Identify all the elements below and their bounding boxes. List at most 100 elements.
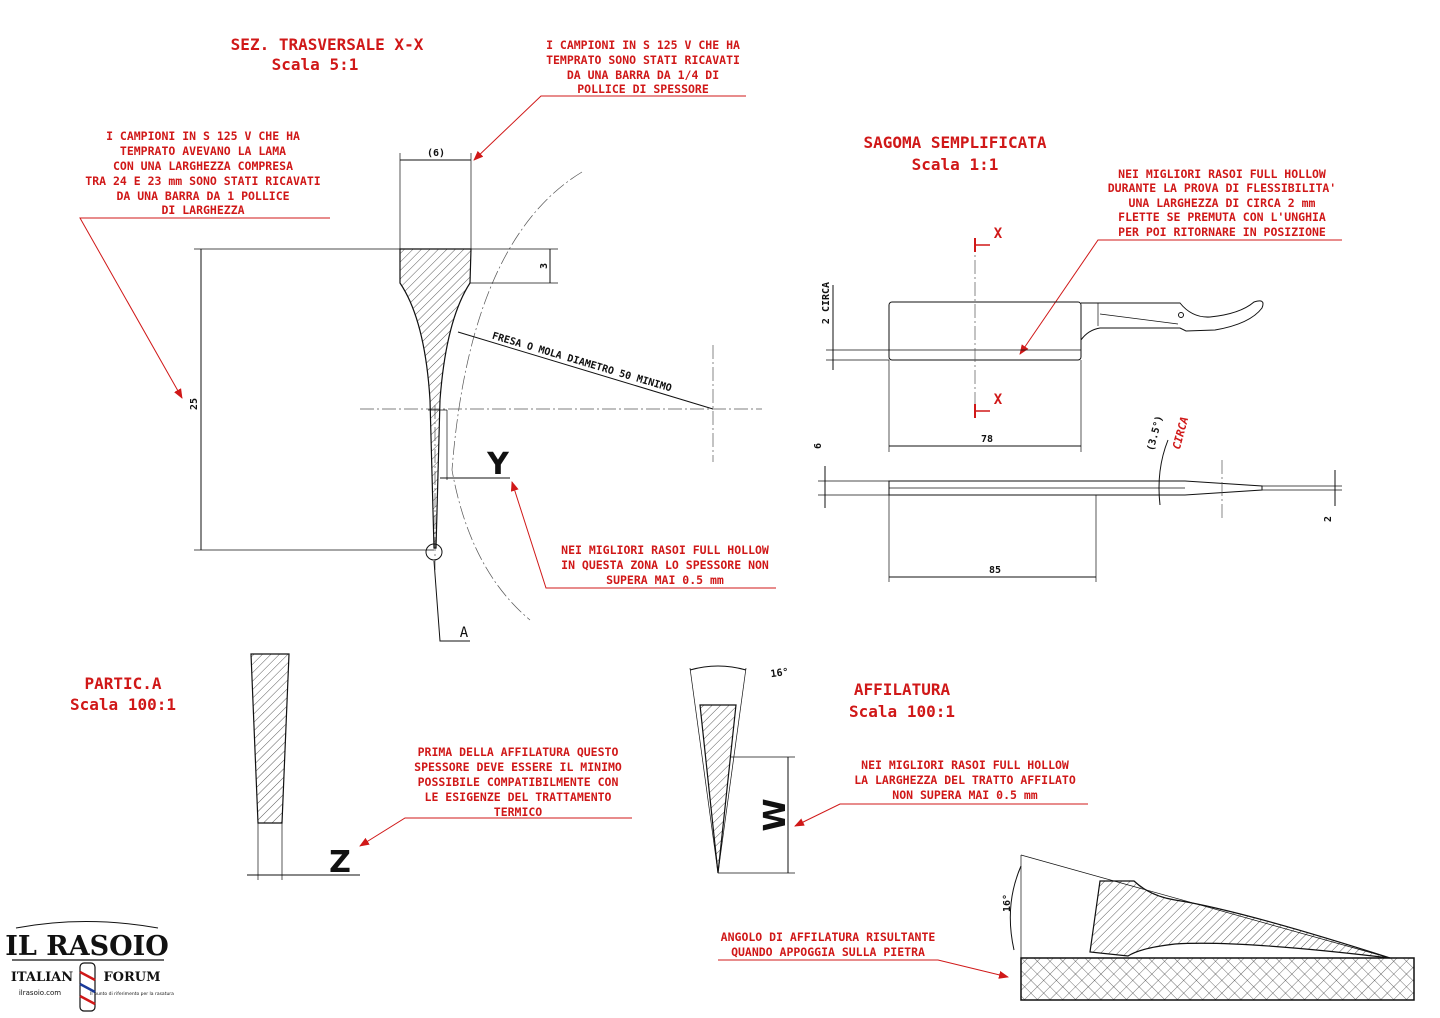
- bevel-ext: [717, 667, 747, 874]
- logo-ornament: [15, 921, 159, 929]
- note-line: DA UNA BARRA DA 1 POLLICE: [116, 189, 289, 203]
- angle-arc: [1158, 439, 1169, 506]
- note-line: NON SUPERA MAI 0.5 mm: [892, 788, 1037, 802]
- note-line: TERMICO: [494, 805, 543, 819]
- section-note-left: I CAMPIONI IN S 125 V CHE HA TEMPRATO AV…: [79, 129, 330, 399]
- bevel-ext: [689, 667, 719, 874]
- leader-line: [473, 95, 746, 161]
- profile-scale: Scala 1:1: [912, 155, 999, 174]
- detail-view: PARTIC.A Scala 100:1 Z PRIMA DELLA AFFIL…: [70, 653, 632, 880]
- leader-line: [794, 803, 1088, 827]
- label-z: Z: [329, 845, 351, 880]
- dim-total-label: 85: [989, 565, 1001, 576]
- stone-angle-label: 16°: [1002, 894, 1013, 912]
- leader-line: [510, 481, 776, 589]
- note-line: TRA 24 E 23 mm SONO STATI RICAVATI: [85, 174, 320, 188]
- note-line: NEI MIGLIORI RASOI FULL HOLLOW: [561, 543, 769, 557]
- grind-leader: [457, 331, 714, 410]
- dim-thickness-label: 6: [813, 443, 824, 449]
- detail-blade: [250, 653, 290, 824]
- note-line: CON UNA LARGHEZZA COMPRESA: [113, 159, 293, 173]
- note-line: I CAMPIONI IN S 125 V CHE HA: [546, 38, 740, 52]
- note-line: DI LARGHEZZA: [161, 203, 244, 217]
- logo-right: FORUM: [103, 970, 160, 985]
- note-line: NEI MIGLIORI RASOI FULL HOLLOW: [861, 758, 1069, 772]
- leader-line: [1019, 239, 1342, 355]
- angle-label: 16°: [770, 667, 789, 680]
- note-line: DURANTE LA PROVA DI FLESSIBILITA': [1108, 181, 1336, 195]
- logo-tagline: Il punto di riferimento per la rasatura: [90, 991, 174, 997]
- note-line: ANGOLO DI AFFILATURA RISULTANTE: [721, 930, 936, 944]
- section-view: SEZ. TRASVERSALE X-X Scala 5:1 I CAMPION…: [79, 35, 776, 642]
- label-a: A: [460, 625, 469, 641]
- grinding-wheel-arc: [451, 171, 583, 621]
- blade-side: [888, 301, 1082, 361]
- note-line: SPESSORE DEVE ESSERE IL MINIMO: [414, 760, 622, 774]
- blade-on-stone: [1089, 880, 1391, 959]
- angle-label: (3.5°): [1146, 414, 1166, 452]
- profile-note: NEI MIGLIORI RASOI FULL HOLLOW DURANTE L…: [1019, 167, 1342, 355]
- leader-line: [79, 217, 330, 399]
- blade-cross-section: [399, 248, 472, 549]
- note-line: TEMPRATO SONO STATI RICAVATI: [546, 53, 740, 67]
- sharpening-stone: [1020, 957, 1415, 1001]
- note-line: UNA LARGHEZZA DI CIRCA 2 mm: [1129, 196, 1316, 210]
- angle-arc: [1009, 865, 1022, 951]
- edge-bevel: [699, 704, 737, 874]
- logo-name: IL RASOIO: [5, 931, 169, 962]
- grind-label: FRESA O MOLA DIAMETRO 50 MINIMO: [491, 331, 673, 395]
- profile-view: SAGOMA SEMPLIFICATA Scala 1:1 NEI MIGLIO…: [813, 133, 1342, 582]
- section-scale: Scala 5:1: [272, 55, 359, 74]
- leader-line: [359, 817, 632, 847]
- logo-left: ITALIAN: [11, 970, 73, 985]
- detail-a-circle: [425, 543, 443, 561]
- sharpening-title: AFFILATURA: [854, 680, 951, 699]
- dim-edge-label: 2 CIRCA: [821, 282, 832, 324]
- note-line: PER POI RITORNARE IN POSIZIONE: [1118, 225, 1326, 239]
- detail-a-leader: [433, 560, 470, 642]
- logo-site: ilrasoio.com: [19, 989, 61, 997]
- note-line: POSSIBILE COMPATIBILMENTE CON: [418, 775, 619, 789]
- dim-spine-label: 3: [539, 263, 550, 269]
- note-line: I CAMPIONI IN S 125 V CHE HA: [106, 129, 300, 143]
- detail-title: PARTIC.A: [84, 674, 161, 693]
- section-note-top: I CAMPIONI IN S 125 V CHE HA TEMPRATO SO…: [473, 38, 746, 161]
- detail-note: PRIMA DELLA AFFILATURA QUESTO SPESSORE D…: [359, 745, 632, 847]
- note-line: IN QUESTA ZONA LO SPESSORE NON: [561, 558, 769, 572]
- sharpening-note: NEI MIGLIORI RASOI FULL HOLLOW LA LARGHE…: [794, 758, 1088, 827]
- sharpening-scale: Scala 100:1: [849, 702, 955, 721]
- dim-width-label: (6): [427, 148, 445, 159]
- detail-scale: Scala 100:1: [70, 695, 176, 714]
- label-y: Y: [486, 447, 510, 482]
- tang: [1080, 300, 1264, 341]
- angle-arc: [689, 665, 747, 671]
- sharpening-view: AFFILATURA Scala 100:1 16° W NEI MIGLIOR…: [689, 665, 1415, 1001]
- dim-length-label: 78: [981, 434, 993, 445]
- note-line: LA LARGHEZZA DEL TRATTO AFFILATO: [854, 773, 1076, 787]
- pivot-hole: [1178, 312, 1184, 318]
- il-rasoio-logo: IL RASOIO ITALIAN FORUM ilrasoio.com Il …: [5, 921, 174, 1012]
- note-line: DA UNA BARRA DA 1/4 DI: [567, 68, 719, 82]
- barber-pole-icon: [79, 962, 96, 1012]
- section-note-bottom: NEI MIGLIORI RASOI FULL HOLLOW IN QUESTA…: [510, 481, 776, 589]
- note-line: SUPERA MAI 0.5 mm: [606, 573, 724, 587]
- note-line: TEMPRATO AVEVANO LA LAMA: [120, 144, 286, 158]
- dim-height-label: 25: [189, 398, 200, 410]
- profile-title: SAGOMA SEMPLIFICATA: [863, 133, 1046, 152]
- section-title: SEZ. TRASVERSALE X-X: [231, 35, 424, 54]
- angle-line: [1020, 854, 1391, 959]
- tang-detail: [1099, 313, 1179, 325]
- note-line: FLETTE SE PREMUTA CON L'UNGHIA: [1118, 210, 1326, 224]
- section-mark-top: X: [994, 226, 1003, 242]
- note-line: QUANDO APPOGGIA SULLA PIETRA: [731, 945, 925, 959]
- angle-note: CIRCA: [1170, 415, 1191, 450]
- note-line: PRIMA DELLA AFFILATURA QUESTO: [418, 745, 619, 759]
- section-mark-bottom: X: [994, 392, 1003, 408]
- note-line: LE ESIGENZE DEL TRATTAMENTO: [425, 790, 612, 804]
- note-line: NEI MIGLIORI RASOI FULL HOLLOW: [1118, 167, 1326, 181]
- note-line: POLLICE DI SPESSORE: [577, 82, 709, 96]
- label-w: W: [758, 798, 793, 831]
- leader-line: [718, 959, 1009, 979]
- dim-tang-label: 2: [1323, 516, 1334, 522]
